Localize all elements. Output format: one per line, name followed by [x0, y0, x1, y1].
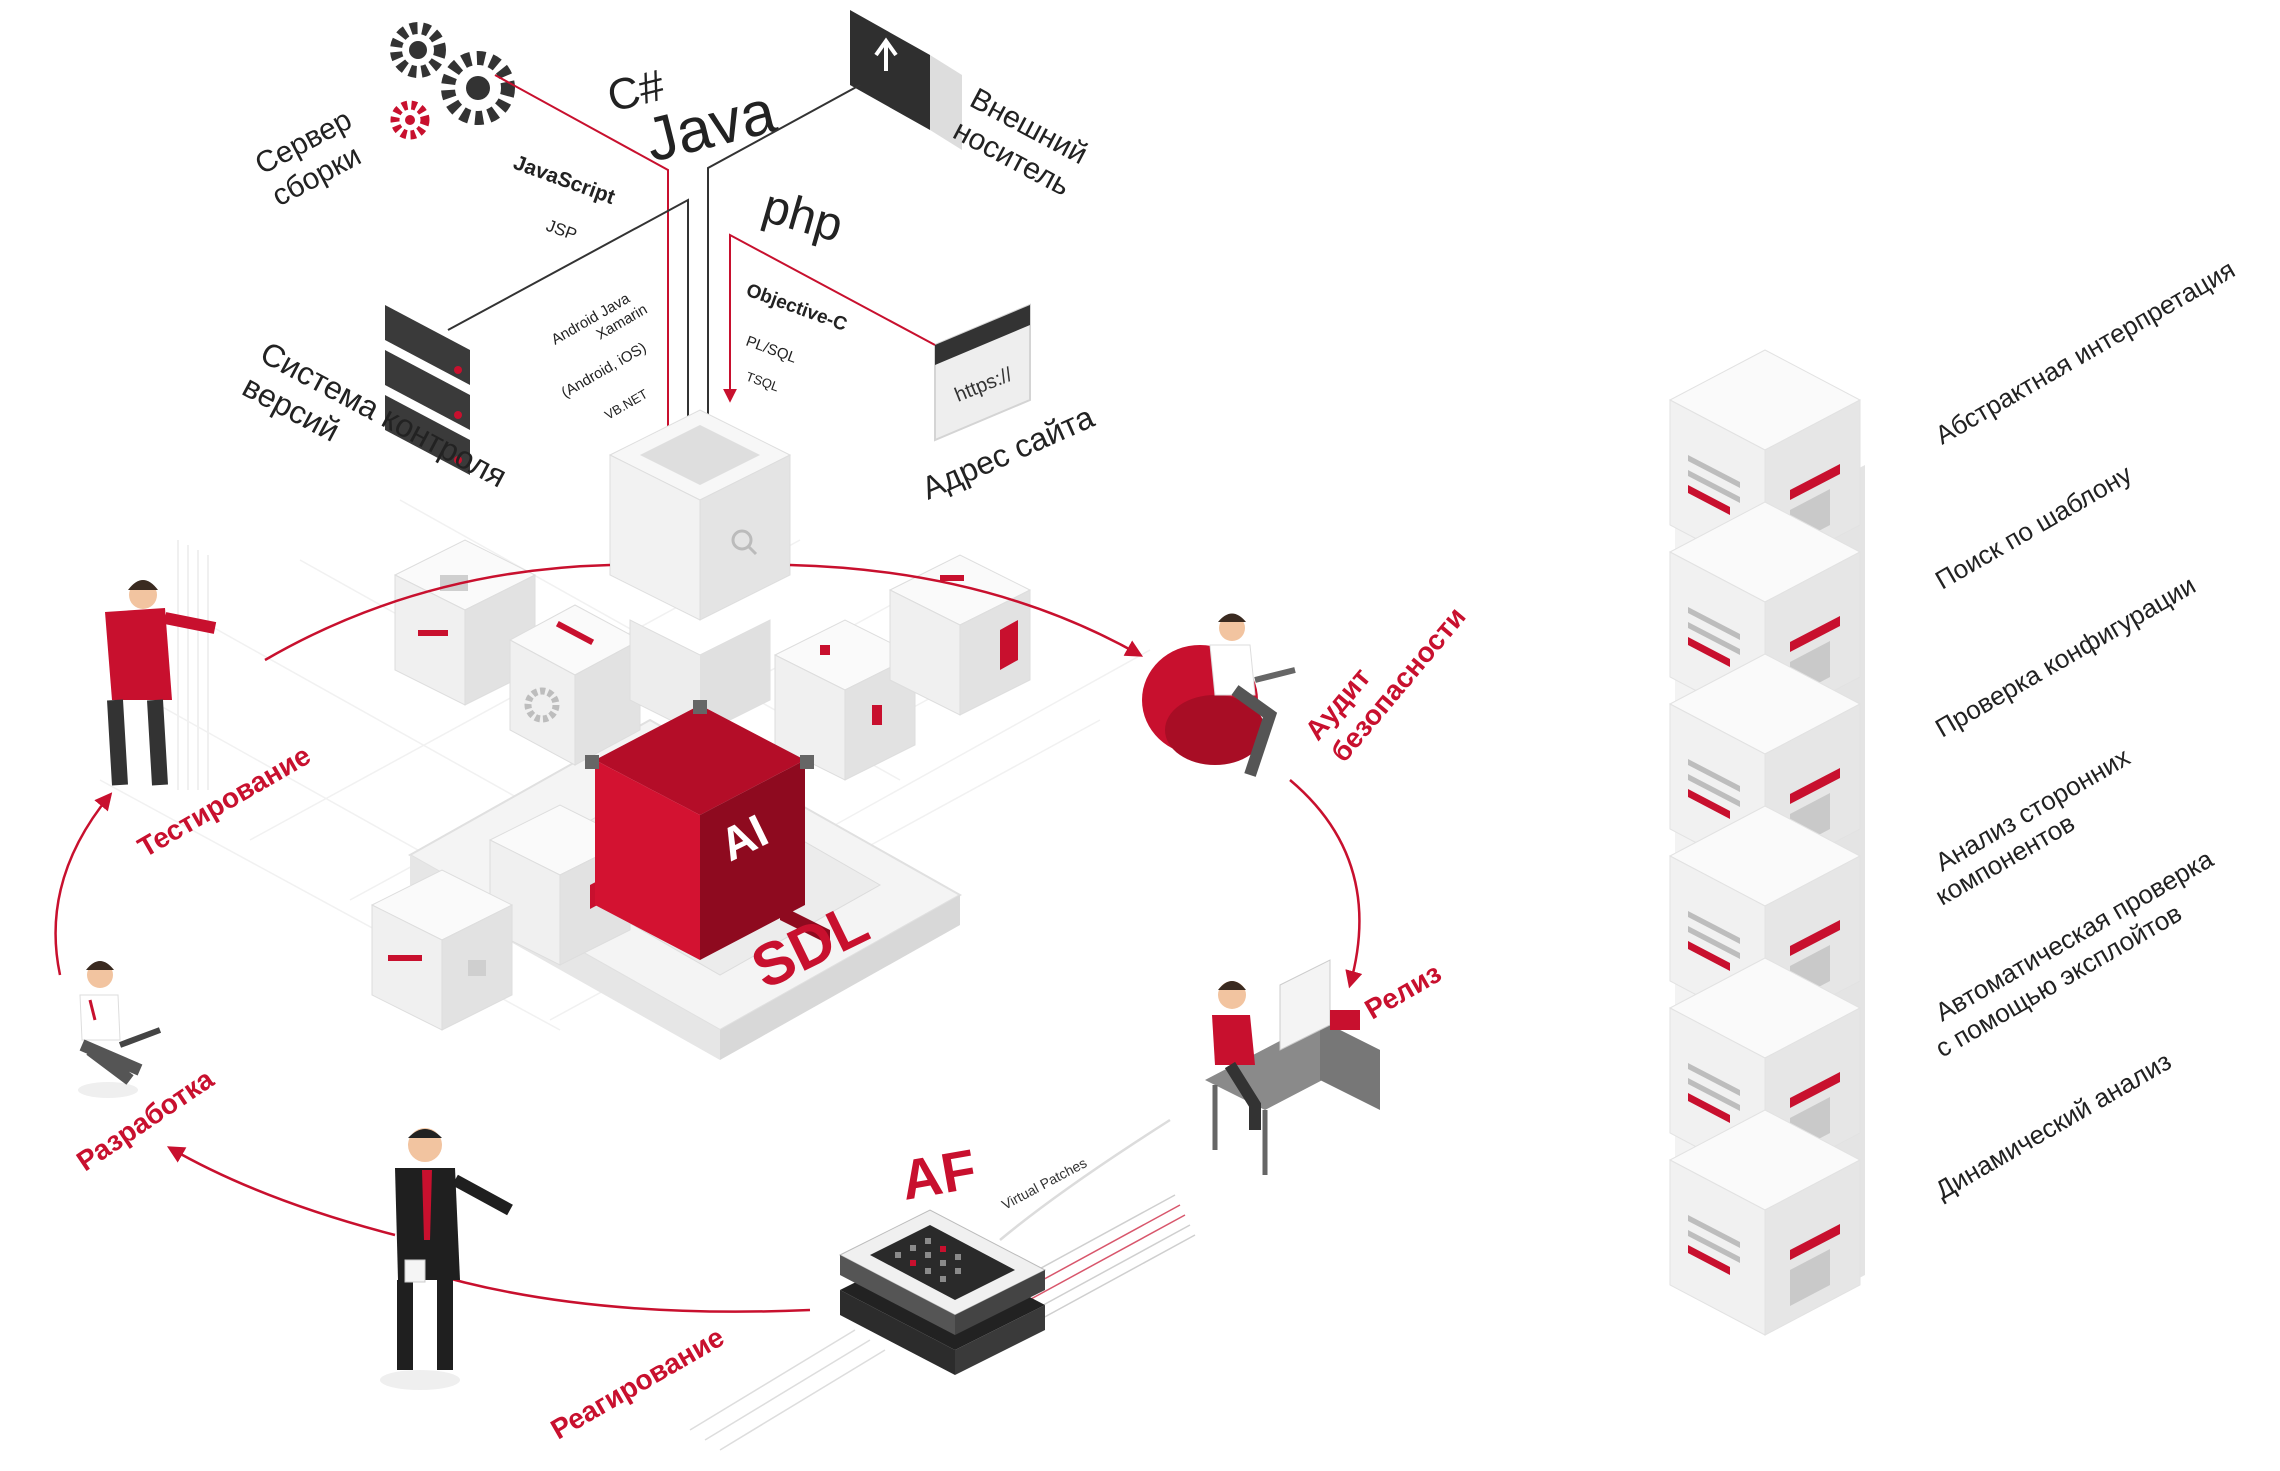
lang-plsql: PL/SQL [744, 333, 799, 367]
af-label: AF [896, 1137, 980, 1212]
method-pattern-search: Поиск по шаблону [1930, 459, 2137, 596]
tester-person [105, 540, 217, 790]
lang-vbnet: VB.NET [602, 386, 650, 422]
ai-cube: AI [585, 700, 830, 960]
stage-release: Релиз [1360, 957, 1447, 1025]
auditor-person [1142, 613, 1296, 777]
method-abstract-interpretation: Абстрактная интерпретация [1930, 254, 2240, 450]
analysis-cubes [1668, 349, 1862, 1336]
lifecycle-ring [54, 563, 1363, 1313]
lang-tsql: TSQL [744, 369, 781, 395]
input-lines [447, 74, 936, 481]
usb-drive-icon [850, 10, 962, 150]
app-firewall [689, 1194, 1196, 1451]
build-server-gears-icon [390, 22, 515, 140]
analysis-method-labels: Абстрактная интерпретация Поиск по шабло… [1930, 254, 2240, 1205]
stage-response: Реагирование [546, 1321, 730, 1445]
manager-person [380, 1128, 513, 1390]
lang-javascript: JavaScript [510, 151, 618, 209]
stage-development: Разработка [71, 1063, 220, 1177]
vcs-server-rack-icon [385, 305, 470, 475]
lang-php: php [757, 180, 849, 253]
analysis-cube [1668, 1109, 1862, 1336]
search-icon [731, 529, 753, 551]
lang-jsp: JSP [544, 216, 580, 245]
search-funnel-cube [608, 409, 792, 736]
method-config-check: Проверка конфигурации [1930, 570, 2201, 744]
build-server-label: Сервер сборки [250, 103, 367, 213]
module-cubes [370, 539, 1032, 1031]
analysis-cube [1668, 653, 1862, 880]
vcs-label: Система контроля версий [237, 334, 513, 494]
method-dynamic-analysis: Динамический анализ [1930, 1046, 2176, 1205]
browser-window-icon: https:// [934, 303, 1031, 442]
developer-person [78, 961, 162, 1098]
language-labels: C# Java php JavaScript JSP Android Java … [510, 60, 850, 422]
release-desk-person [1205, 959, 1380, 1175]
lang-objc: Objective-C [743, 280, 850, 336]
stage-audit: Аудит безопасности [1299, 601, 1472, 768]
external-media-label: Внешний носитель [948, 82, 1093, 203]
